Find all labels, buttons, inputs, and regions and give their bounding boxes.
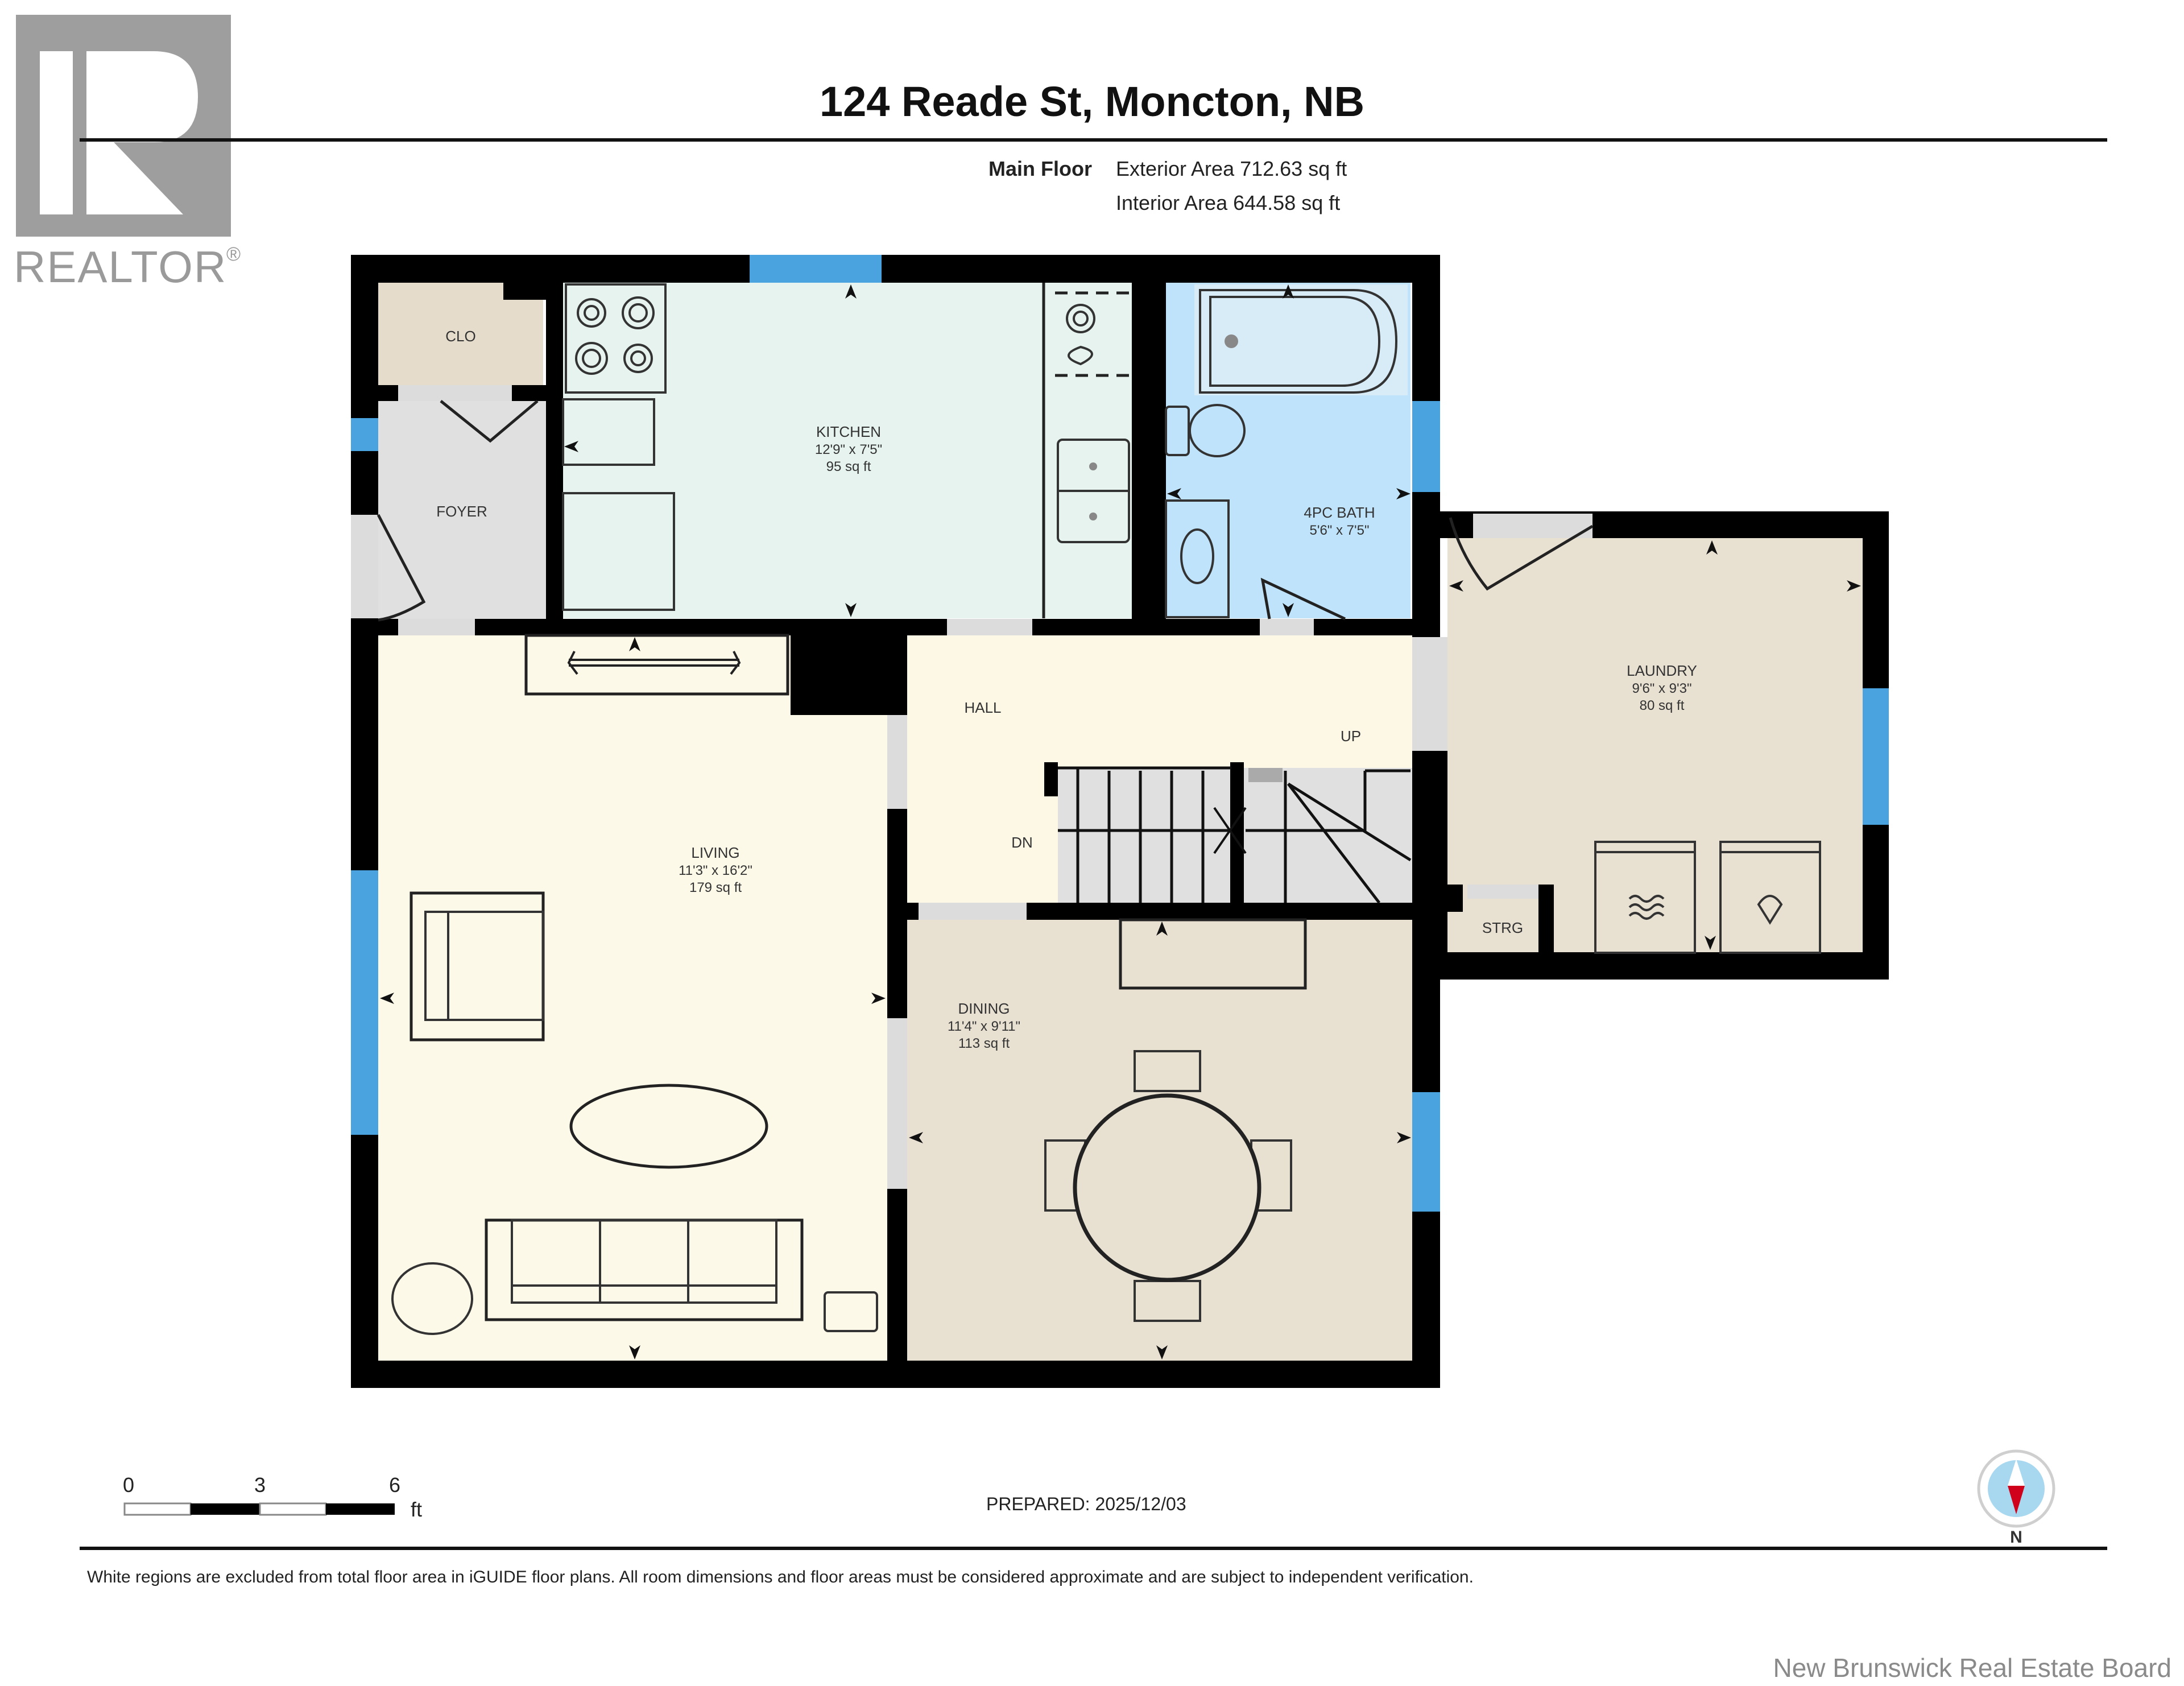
label-hall: HALL [964,699,1001,716]
dining-table-icon [1073,1093,1261,1282]
room-kitchen [563,283,1132,618]
room-laundry [1447,538,1863,952]
dimension-arrows [380,284,1861,1359]
label-laundry: LAUNDRY [1627,662,1697,679]
header-rule [80,138,2107,142]
living-dims: 11'3" x 16'2" [679,863,752,878]
dining-area: 113 sq ft [958,1036,1010,1051]
scale-unit: ft [411,1498,422,1521]
realtor-wordmark: REALTOR [14,242,227,292]
footer-rule [80,1547,2107,1550]
page-title: 124 Reade St, Moncton, NB [820,78,1364,125]
laundry-door-swing [1449,517,1594,591]
room-foyer [378,401,546,620]
side-table-icon [391,1262,473,1335]
kitchen-dims: 12'9" x 7'5" [815,442,882,457]
compass-icon: N [1977,1449,2055,1547]
exterior-area: Exterior Area 712.63 sq ft [1116,157,1347,180]
label-stairs-up: UP [1341,728,1361,745]
bathtub-icon [1199,289,1398,394]
living-fixtures [391,634,878,1335]
kitchen-fixtures [562,283,1132,618]
laundry-dims: 9'6" x 9'3" [1632,681,1692,696]
dryer-icon [1594,841,1696,954]
prepared-date: PREPARED: 2025/12/03 [986,1494,1186,1514]
label-bath: 4PC BATH [1304,504,1375,521]
dining-dims: 11'4" x 9'11" [948,1019,1020,1034]
windows [351,255,1889,1212]
kitchen-area: 95 sq ft [826,459,871,474]
fridge-icon [562,492,675,611]
window-foyer [351,418,378,451]
board-credit: New Brunswick Real Estate Board [1773,1653,2171,1683]
end-table-icon [824,1291,878,1332]
scale-tick-0: 0 [123,1473,134,1497]
counter-icon [562,398,655,466]
floor-label: Main Floor [988,157,1092,180]
bath-fixtures [1165,284,1408,618]
stove-icon [565,283,667,394]
laundry-fixtures [1594,841,1821,954]
fireplace-icon [524,634,789,696]
bath-door-swing [1260,577,1346,621]
front-door-swing [377,514,426,622]
window-dining [1412,1092,1440,1212]
buffet-icon [1119,918,1307,990]
chair-icon [1134,1050,1201,1092]
vanity-icon [1165,499,1230,618]
disclaimer: White regions are excluded from total fl… [87,1568,1474,1586]
registered-mark: ® [226,243,241,265]
window-laundry [1863,688,1889,825]
dining-fixtures [1044,918,1307,1322]
window-living [351,870,378,1135]
closet-door-swing [440,400,539,443]
staircase [1058,766,1412,904]
bath-dims: 5'6" x 7'5" [1310,523,1370,538]
coffee-table-icon [569,1084,768,1169]
label-stairs-down: DN [1011,834,1033,851]
label-foyer: FOYER [436,503,487,520]
window-bath [1412,401,1440,492]
compass-north-label: N [2010,1528,2022,1547]
dishwasher-icon [1066,304,1095,333]
window-kitchen [750,255,882,283]
scale-bar: 0 3 6 ft [123,1473,422,1521]
living-area: 179 sq ft [689,880,742,895]
label-living: LIVING [691,844,739,861]
floor-plan: CLO FOYER KITCHEN 12'9" x 7'5" 95 sq ft … [351,255,1889,1388]
label-storage: STRG [1482,919,1523,936]
interior-area: Interior Area 644.58 sq ft [1116,191,1340,214]
label-kitchen: KITCHEN [816,423,881,440]
scale-tick-3: 3 [254,1473,266,1497]
toilet-icon [1165,406,1190,456]
scale-tick-6: 6 [389,1473,400,1497]
realtor-logo: REALTOR ® [14,15,241,292]
room-living [378,635,887,1361]
label-dining: DINING [958,1000,1010,1017]
washer-icon [1719,841,1821,954]
laundry-area: 80 sq ft [1640,698,1685,713]
label-clo: CLO [445,328,475,345]
